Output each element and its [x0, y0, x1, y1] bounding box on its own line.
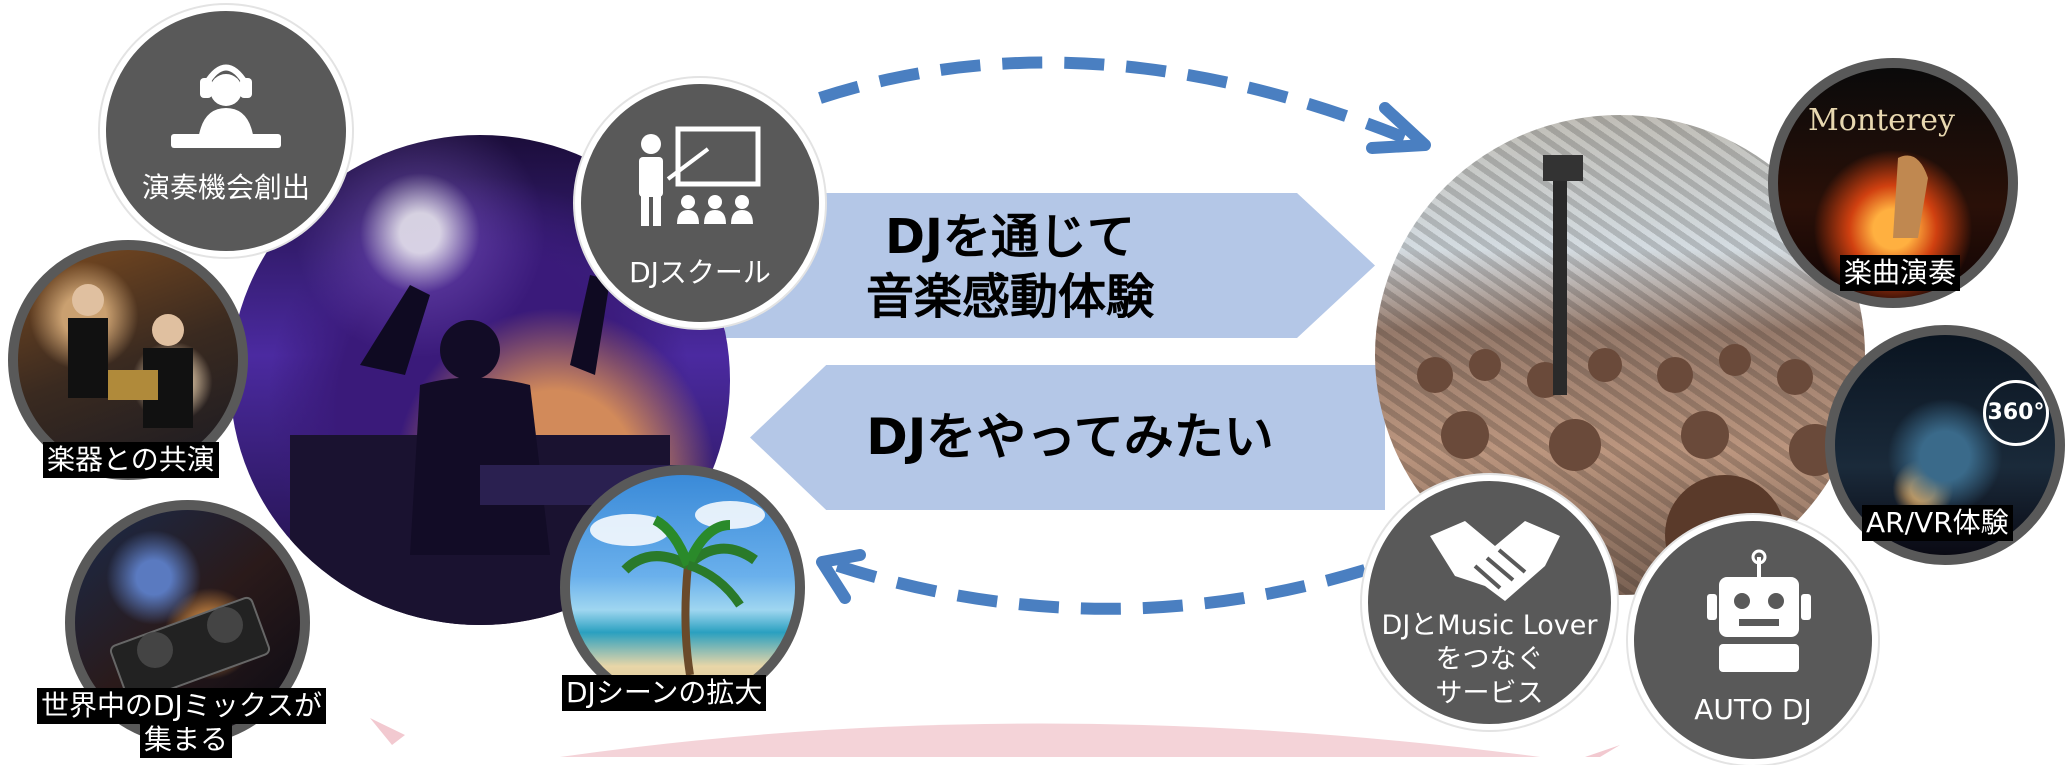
robot-icon	[1707, 549, 1811, 672]
arvr-360-badge: 360°	[1983, 380, 2049, 446]
instrument-collab-label: 楽器との共演	[43, 442, 219, 478]
dj-music-lover-line3: サービス	[1435, 678, 1544, 709]
guitarist-figure	[1893, 155, 1928, 238]
dj-music-lover-service-node: DJとMusic Lover をつなぐ サービス	[1362, 475, 1617, 730]
bottom-banner-text: DJをやってみたい	[866, 408, 1274, 466]
top-banner-line2: 音楽感動体験	[865, 269, 1154, 325]
top-banner: DJを通じて 音楽感動体験	[725, 193, 1375, 338]
bottom-banner: DJをやってみたい	[750, 365, 1385, 510]
musicians-figures	[68, 284, 193, 428]
top-banner-line1: DJを通じて	[885, 209, 1135, 265]
dj-headphones-icon	[171, 64, 281, 148]
top-arrow	[818, 56, 1413, 146]
dj-controller-image	[109, 596, 271, 704]
dj-scene-photo	[560, 465, 805, 710]
song-performance-label: 楽曲演奏	[1840, 255, 1961, 291]
auto-dj-node: AUTO DJ	[1628, 515, 1878, 765]
dj-mix-label-line2: 集まる	[140, 722, 233, 758]
top-arrowhead	[1366, 102, 1431, 154]
bottom-arrowhead	[816, 549, 866, 604]
handshake-icon	[1430, 521, 1560, 601]
performance-opportunity-node: 演奏機会創出	[100, 5, 352, 257]
song-performance-image-text: Monterey	[1808, 103, 1955, 138]
arvr-label: AR/VR体験	[1862, 505, 2013, 541]
bottom-arrow	[833, 559, 1367, 615]
dj-school-label: DJスクール	[629, 256, 771, 289]
dj-music-lover-line1: DJとMusic Lover	[1381, 610, 1598, 641]
dj-music-lover-line2: をつなぐ	[1435, 644, 1544, 675]
palm-tree-image	[590, 501, 765, 676]
teacher-presentation-icon	[639, 126, 761, 226]
performance-opportunity-label: 演奏機会創出	[141, 171, 310, 204]
dj-school-node: DJスクール	[575, 78, 825, 328]
auto-dj-label: AUTO DJ	[1694, 693, 1812, 726]
dj-mix-label-line1: 世界中のDJミックスが	[37, 688, 326, 724]
dj-scene-label: DJシーンの拡大	[562, 675, 767, 711]
